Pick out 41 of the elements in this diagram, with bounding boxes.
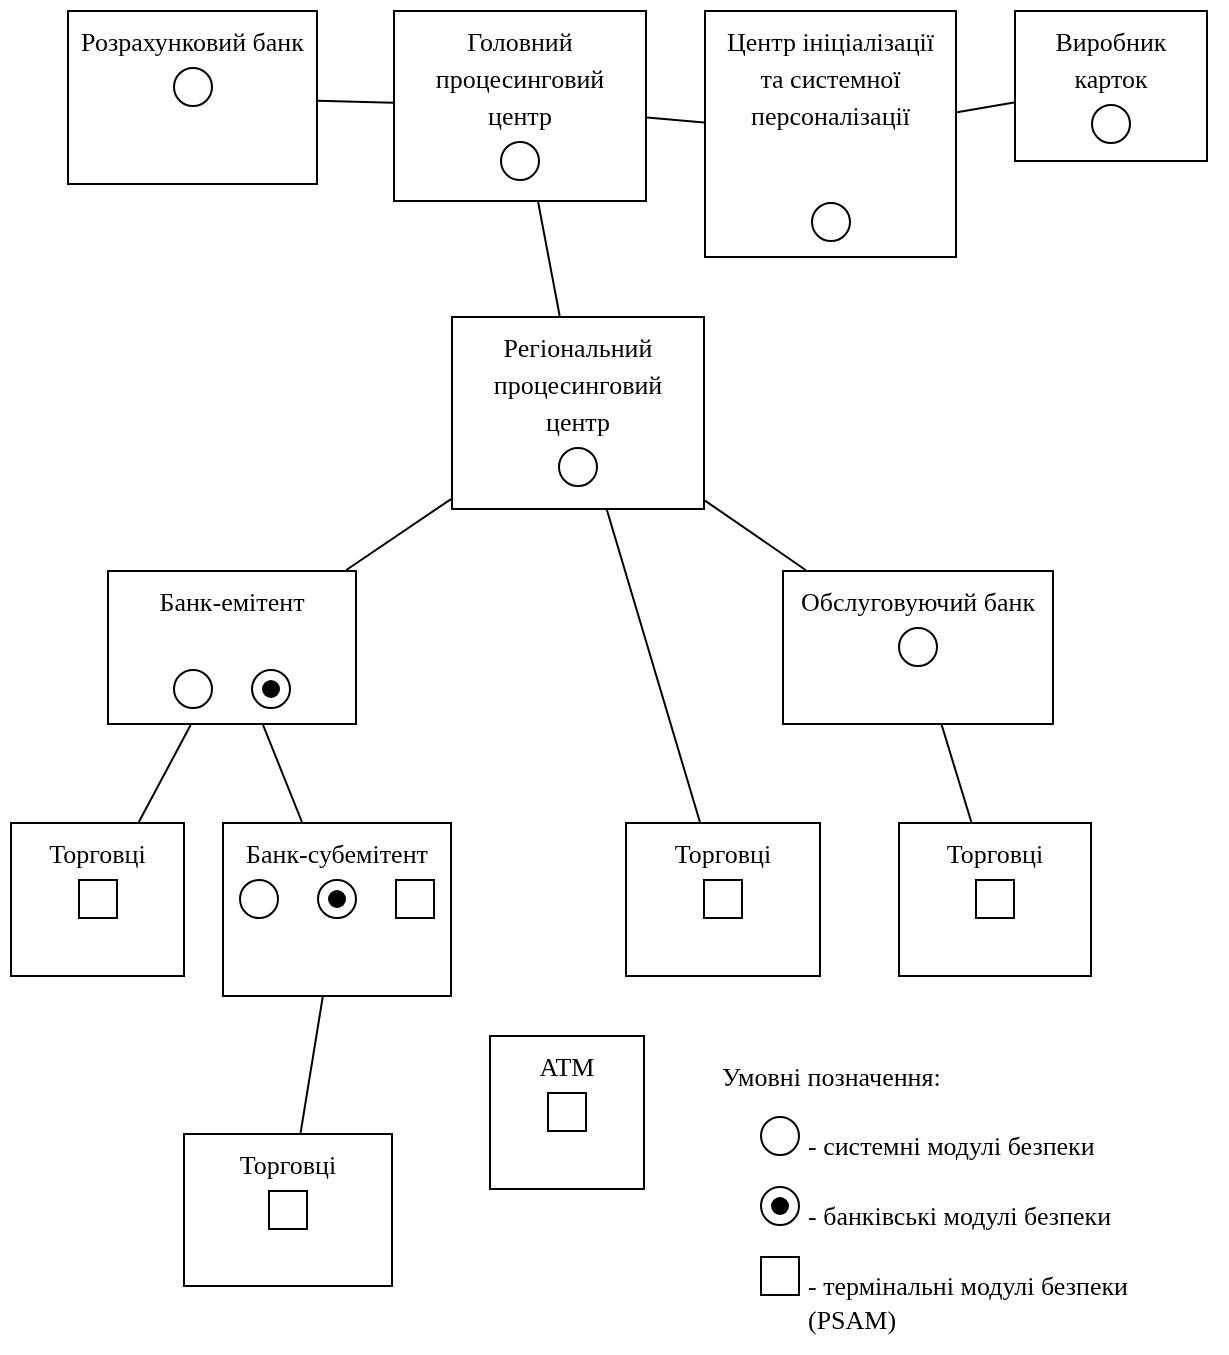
node-label: Розрахунковий банк [81,27,304,59]
node-label: Торговці [946,839,1044,871]
legend-title: Умовні позначення: [722,1062,942,1094]
connector-line [299,996,324,1134]
node-box [451,316,705,510]
node-box [898,822,1092,977]
node-label: Регіональний процесинговий центр [492,333,664,439]
connector-line [317,99,394,104]
node-label: Центр ініціалізації та системної персоналізації [725,27,936,133]
node-box [183,1133,393,1287]
node-box [1014,10,1208,162]
legend-text: - системні модулі безпеки [808,1131,1096,1163]
connector-line [704,499,807,571]
connector-line [605,509,701,823]
connector-line [345,498,452,571]
node-label: Банк-субемітент [246,839,428,871]
node-box [222,822,452,997]
node-box [489,1035,645,1190]
node-label: Торговці [674,839,772,871]
connector-line [537,201,561,317]
connector-line [940,724,973,823]
legend-text: - банківські модулі безпеки [808,1201,1113,1233]
node-box [107,570,357,725]
node-label: Банк-емітент [159,587,305,619]
connector-line [646,116,705,124]
node-label: Торговці [239,1150,337,1182]
connector-line [262,724,303,823]
connector-line [956,101,1015,114]
node-label: Виробник карток [1054,27,1168,96]
node-label: Торговці [49,839,146,871]
node-box [704,10,957,258]
node-label: Головний процесинговий центр [434,27,606,133]
connector-line [137,724,192,823]
node-box [782,570,1054,725]
node-label: Обслуговуючий банк [800,587,1036,619]
node-label: ATM [539,1052,595,1084]
node-box [625,822,821,977]
node-box [67,10,318,185]
legend-text: - термінальні модулі безпеки (PSAM) [808,1271,1129,1337]
node-box [10,822,185,977]
node-box [393,10,647,202]
